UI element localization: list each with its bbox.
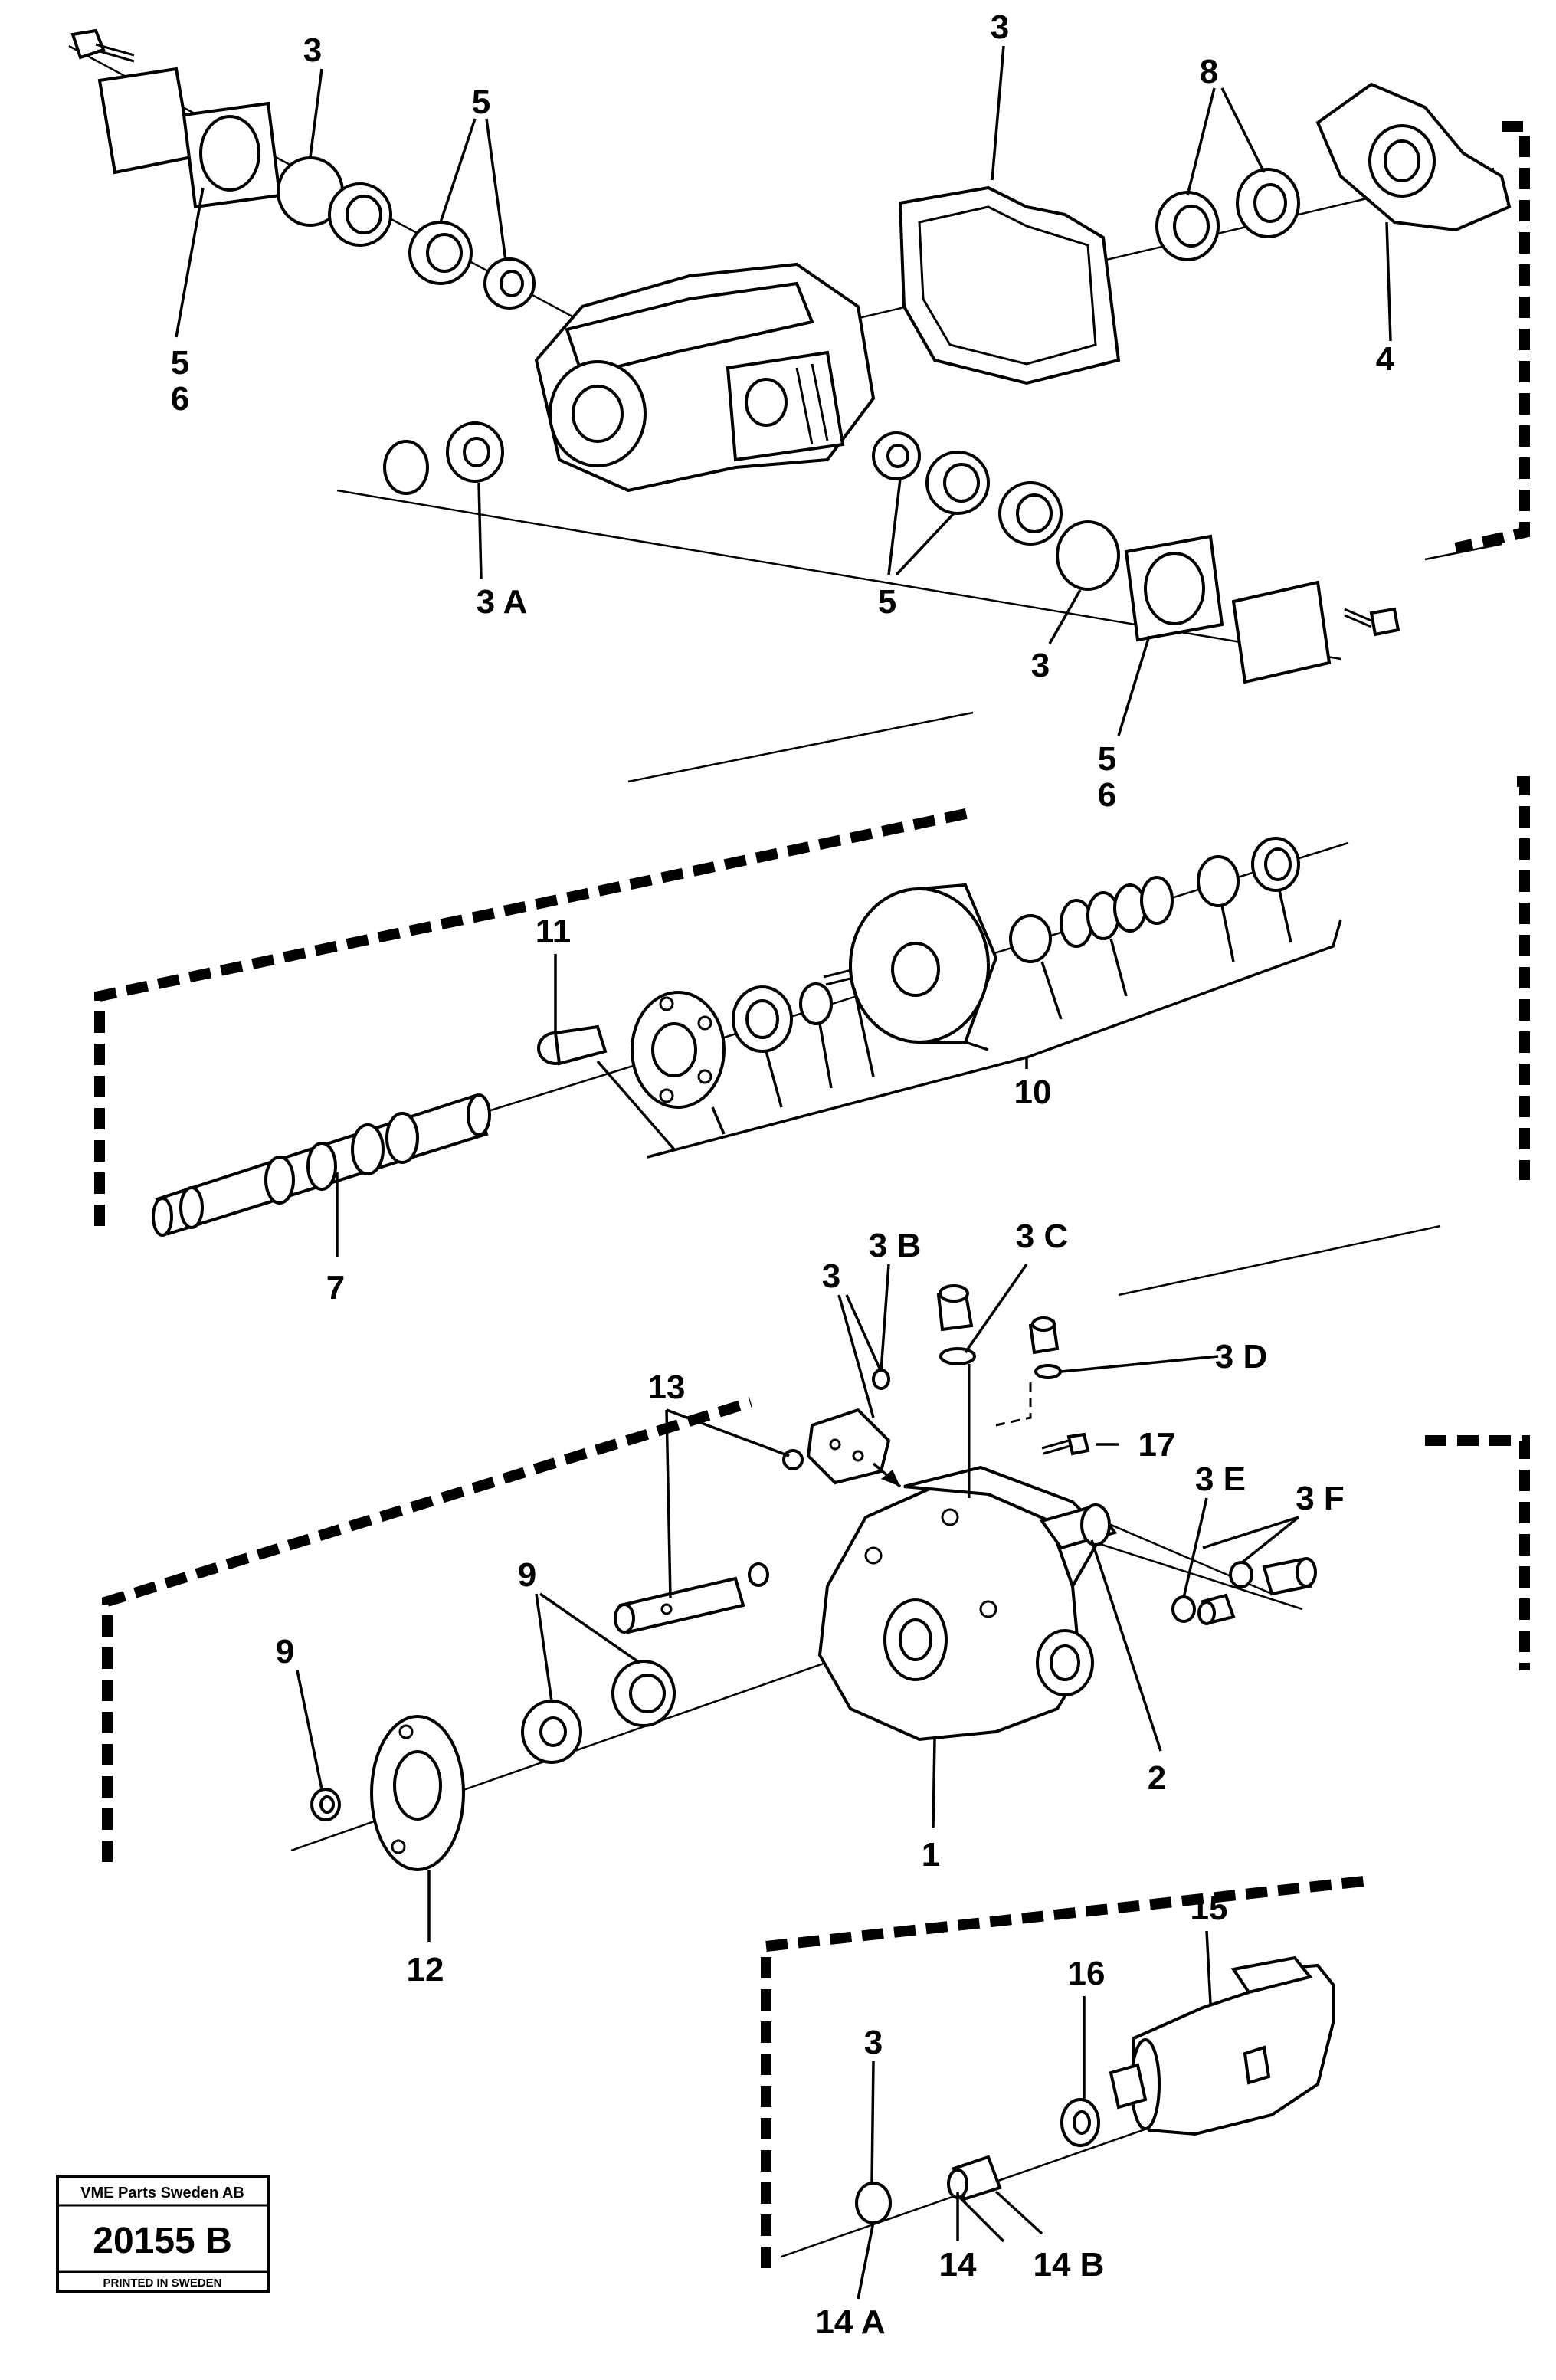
- spring-retainer: [1197, 855, 1240, 907]
- small-plate: [806, 1408, 891, 1485]
- callout-label: 5: [878, 583, 896, 621]
- sleeve: [947, 2155, 1002, 2201]
- pump-housing: [534, 262, 876, 493]
- retaining-ring: [1251, 837, 1300, 892]
- o-ring: [1171, 1595, 1196, 1623]
- roller-bearing: [1236, 168, 1300, 238]
- callout-label: 3 A: [477, 583, 528, 621]
- callout-label: 2: [1148, 1759, 1166, 1797]
- retaining-ring: [799, 982, 833, 1025]
- o-ring: [782, 1449, 804, 1470]
- callout-label: 3 D: [1215, 1338, 1267, 1375]
- callout-label: 6: [1098, 776, 1116, 814]
- callout-label: 3 C: [1016, 1218, 1068, 1255]
- section-end-cover: 3 B 3 C 3 3 D 13 17 3 E 3 F 9 9 2 1 12: [102, 1218, 1530, 1988]
- o-ring: [748, 1562, 769, 1587]
- callout-label: 8: [1200, 53, 1218, 90]
- callout-label: 6: [171, 380, 189, 418]
- bolt: [1041, 1432, 1090, 1456]
- printed-note: PRINTED IN SWEDEN: [103, 2277, 221, 2290]
- callout-label: 9: [276, 1633, 294, 1670]
- callout-label: 3 F: [1296, 1480, 1345, 1517]
- plug: [1262, 1557, 1317, 1596]
- bolt: [1344, 607, 1400, 637]
- plug: [1197, 1593, 1236, 1625]
- callout-label: 10: [1014, 1074, 1052, 1111]
- cover-plate: [97, 67, 194, 175]
- bearing-ring: [328, 182, 392, 247]
- roller-bearing: [483, 257, 536, 310]
- o-ring: [1229, 1561, 1253, 1588]
- bearing-ring: [1155, 191, 1220, 261]
- pin: [614, 1576, 745, 1634]
- o-ring: [872, 1369, 890, 1390]
- o-ring: [1034, 1364, 1062, 1379]
- callout-label: 16: [1068, 1955, 1106, 1992]
- bearing-ring: [925, 451, 990, 515]
- bearing-cap: [1315, 82, 1512, 232]
- callout-label: 3: [303, 31, 322, 69]
- callout-label: 9: [518, 1556, 536, 1594]
- o-ring: [1056, 520, 1120, 591]
- bearing-ring: [611, 1660, 676, 1727]
- callout-label: 13: [648, 1369, 686, 1406]
- washer: [939, 1347, 976, 1365]
- section-pump-housing: 3 5 5 6 3 A 3 8 4 5 3 5 6: [68, 8, 1530, 814]
- callout-label: 3: [864, 2024, 883, 2061]
- company-name: VME Parts Sweden AB: [80, 2185, 244, 2201]
- flange: [1124, 534, 1224, 642]
- drawing-number: 20155 B: [93, 2221, 231, 2261]
- o-ring: [855, 2182, 892, 2224]
- callout-label: 14 B: [1034, 2246, 1105, 2283]
- callout-label: 3 E: [1195, 1460, 1246, 1498]
- bearing-ring: [998, 481, 1063, 546]
- bushing: [310, 1788, 341, 1821]
- section-auxiliary-pump: 15 16 3 14 14 B 14 A: [761, 1876, 1364, 2341]
- callout-label: 3: [822, 1257, 840, 1295]
- callout-label: 14 A: [815, 2303, 885, 2341]
- retaining-ring: [383, 440, 429, 495]
- callout-label: 3: [1031, 647, 1050, 684]
- bushing: [732, 985, 793, 1053]
- flange: [182, 101, 282, 209]
- valve-plate: [631, 991, 726, 1109]
- coupling: [1060, 2098, 1100, 2147]
- callout-label: 3: [991, 8, 1009, 46]
- callout-label: 5: [171, 344, 189, 382]
- drive-shaft: [152, 1093, 491, 1237]
- roller-bearing: [521, 1700, 582, 1764]
- callout-label: 4: [1376, 340, 1395, 378]
- callout-label: 3 B: [869, 1227, 921, 1264]
- thrust-disc: [370, 1715, 465, 1871]
- callout-label: 5: [1098, 740, 1116, 778]
- plug: [1028, 1316, 1060, 1355]
- title-block: VME Parts Sweden AB 20155 B PRINTED IN S…: [56, 2175, 270, 2293]
- section-rotating-group: 11 10 7: [94, 776, 1530, 1306]
- callout-label: 14: [939, 2246, 977, 2283]
- valve-sleeve: [1039, 1503, 1118, 1550]
- bolt: [70, 28, 135, 63]
- roller-bearing: [446, 421, 504, 483]
- bearing-ring: [408, 221, 473, 285]
- plug: [936, 1284, 974, 1332]
- callout-label: 7: [326, 1269, 345, 1306]
- screw: [537, 1024, 608, 1066]
- callout-label: 11: [536, 913, 572, 950]
- cylinder-block: [849, 883, 998, 1044]
- callout-label: 1: [922, 1836, 940, 1874]
- cover-plate: [1231, 580, 1332, 684]
- callout-label: 12: [407, 1951, 444, 1988]
- auxiliary-pump: [1109, 1955, 1335, 2136]
- gasket: [898, 185, 1121, 385]
- callout-label: 15: [1191, 1890, 1228, 1927]
- roller-bearing: [872, 431, 921, 480]
- callout-label: 5: [472, 84, 490, 121]
- washer: [1009, 914, 1052, 963]
- spring: [1060, 876, 1174, 948]
- callout-label: 17: [1138, 1426, 1176, 1464]
- end-cover: [817, 1465, 1106, 1742]
